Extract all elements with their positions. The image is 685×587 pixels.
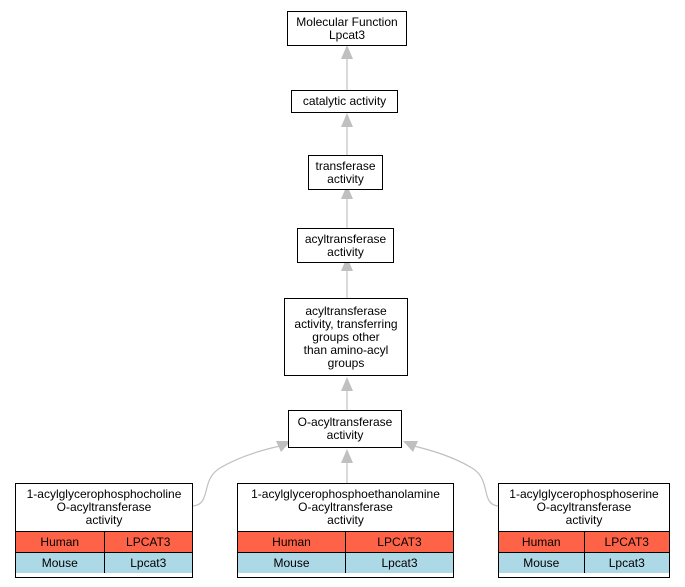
- species-cell: Mouse: [41, 556, 78, 570]
- edge-choline-to-oacyl: [192, 445, 281, 507]
- leaf-title: 1-acylglycerophosphoethanolamine O-acylt…: [238, 484, 453, 532]
- species-cell: Human: [40, 535, 80, 549]
- gene-cell: LPCAT3: [345, 532, 453, 552]
- node-acyltransferase-activity[interactable]: acyltransferase activity: [297, 228, 394, 263]
- leaf-node-serine[interactable]: 1-acylglycerophosphoserine O-acyltransfe…: [498, 483, 670, 578]
- species-cell: Human: [521, 535, 561, 549]
- node-catalytic-activity[interactable]: catalytic activity: [291, 90, 398, 113]
- species-cell: Mouse: [523, 556, 560, 570]
- node-o-acyltransferase-activity[interactable]: O-acyltransferase activity: [288, 410, 402, 448]
- arrow-head-acyltransferase: [341, 257, 353, 271]
- gene-cell: Lpcat3: [345, 553, 453, 573]
- gene-row-human: Human LPCAT3: [16, 532, 192, 552]
- species-cell: Human: [272, 535, 311, 549]
- leaf-node-ethanolamine[interactable]: 1-acylglycerophosphoethanolamine O-acylt…: [237, 483, 454, 578]
- node-transferase-activity[interactable]: transferase activity: [308, 155, 383, 190]
- arrow-head-root: [341, 45, 353, 59]
- gene-row-mouse: Mouse Lpcat3: [238, 552, 453, 573]
- gene-row-mouse: Mouse Lpcat3: [499, 552, 669, 573]
- node-molecular-function-root[interactable]: Molecular Function Lpcat3: [287, 11, 407, 46]
- leaf-node-choline[interactable]: 1-acylglycerophosphocholine O-acyltransf…: [15, 483, 193, 578]
- gene-row-mouse: Mouse Lpcat3: [16, 552, 192, 573]
- arrow-head-transferase: [341, 185, 353, 199]
- gene-row-human: Human LPCAT3: [499, 532, 669, 552]
- arrow-head-acylnonamino: [341, 377, 353, 391]
- leaf-title: 1-acylglycerophosphoserine O-acyltransfe…: [499, 484, 669, 532]
- gene-row-human: Human LPCAT3: [238, 532, 453, 552]
- arrow-head-oacyl-center: [341, 449, 353, 463]
- leaf-title: 1-acylglycerophosphocholine O-acyltransf…: [16, 484, 192, 532]
- arrow-head-oacyl-right: [403, 441, 418, 452]
- arrow-head-oacyl-left: [276, 441, 291, 452]
- node-acyltransferase-non-amino-acyl[interactable]: acyltransferase activity, transferring g…: [284, 298, 408, 376]
- arrow-head-catalytic: [341, 113, 353, 127]
- species-cell: Mouse: [273, 556, 310, 570]
- gene-cell: LPCAT3: [103, 532, 193, 552]
- gene-cell: Lpcat3: [103, 553, 193, 573]
- gene-cell: LPCAT3: [583, 532, 670, 552]
- edge-serine-to-oacyl: [413, 445, 499, 507]
- gene-cell: Lpcat3: [583, 553, 670, 573]
